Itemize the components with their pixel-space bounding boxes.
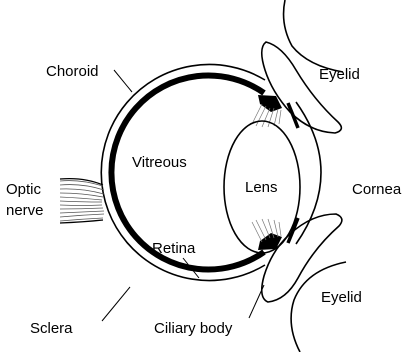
optic-nerve-fibers (60, 181, 104, 221)
ciliary-body-label: Ciliary body (154, 320, 233, 337)
cornea-label: Cornea (352, 181, 402, 198)
sclera-leader-line (102, 287, 130, 321)
eyelid-bottom-label: Eyelid (321, 289, 362, 306)
choroid-leader-line (114, 70, 132, 92)
optic-label: Optic (6, 181, 42, 198)
choroid-label: Choroid (46, 63, 99, 80)
retina-label: Retina (152, 240, 196, 257)
nerve-label: nerve (6, 202, 44, 219)
eyelid-top-label: Eyelid (319, 66, 360, 83)
vitreous-label: Vitreous (132, 154, 187, 171)
ciliary-body-leader-line (249, 285, 264, 318)
lens-label: Lens (245, 179, 278, 196)
sclera-label: Sclera (30, 320, 73, 337)
upper-skin-curve (284, 0, 343, 72)
